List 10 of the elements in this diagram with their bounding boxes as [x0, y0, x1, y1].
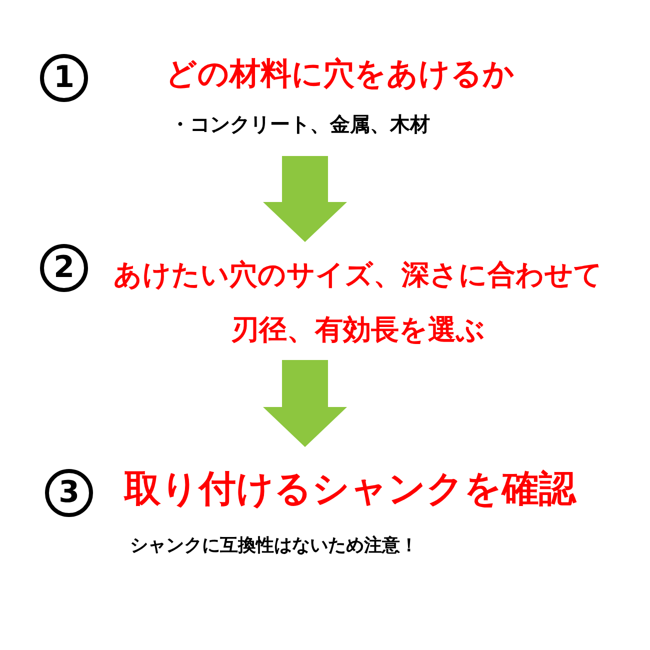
step-title: 取り付けるシャンクを確認 — [122, 467, 578, 512]
step-note: シャンクに互換性はないため注意！ — [130, 535, 418, 557]
circled-number: 2 — [40, 244, 88, 292]
step-title: あけたい穴のサイズ、深さに合わせて刃径、有効長を選ぶ — [112, 257, 604, 348]
block-arrow — [263, 156, 347, 242]
step-title: どの材料に穴をあけるか — [164, 56, 516, 94]
block-arrow — [263, 360, 347, 447]
step-note: ・コンクリート、金属、木材 — [170, 112, 430, 136]
circled-number: 1 — [40, 54, 88, 102]
circled-number: 3 — [45, 469, 93, 517]
